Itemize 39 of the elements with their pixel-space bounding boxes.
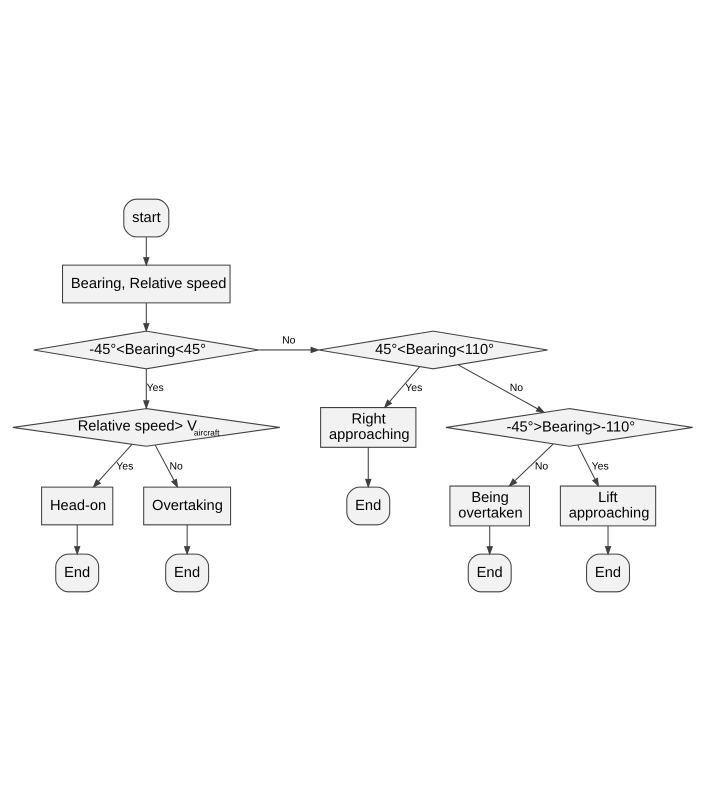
node-box: Bearing, Relative speed [62,264,231,303]
node-diamond: 45°<Bearing<110° [318,330,548,369]
node-diamond: -45°<Bearing<45° [33,330,260,369]
node-box: End [55,553,100,592]
edge-label: No [282,335,296,346]
node-box: Right approaching [320,406,416,448]
node-box: End [586,553,630,592]
arrow [143,236,150,266]
arrow [92,443,132,488]
edge-label: Yes [146,382,164,394]
node-box: End [346,486,390,525]
arrow [364,446,372,488]
node-box: Lift approaching [560,485,656,526]
arrow [143,368,150,410]
arrow [184,524,190,556]
node-box: End [468,553,512,592]
node-box: End [165,553,210,592]
arrow [143,302,150,332]
arrow [259,346,320,353]
node-box: Being overtaken [449,485,530,526]
edge-label: No [169,460,183,472]
arrow [384,366,420,408]
node-box: Head-on [41,486,114,525]
arrow [604,526,612,556]
node-diamond: -45°>Bearing>-110° [445,408,694,446]
node-box: start [123,198,170,237]
node-diamond: Relative speed> V$_{aircraft}$ [12,408,280,446]
edge-label: Yes [592,460,609,472]
node-box: Overtaking [143,486,232,525]
arrow [508,443,554,487]
edge-label: No [534,460,548,472]
edge-label: Yes [405,382,422,394]
arrow [458,364,546,413]
arrow [74,524,80,556]
edge-label: Yes [116,460,134,472]
arrow [486,526,494,556]
arrow [577,444,600,487]
arrow [154,444,178,488]
edge-label: No [510,382,524,394]
